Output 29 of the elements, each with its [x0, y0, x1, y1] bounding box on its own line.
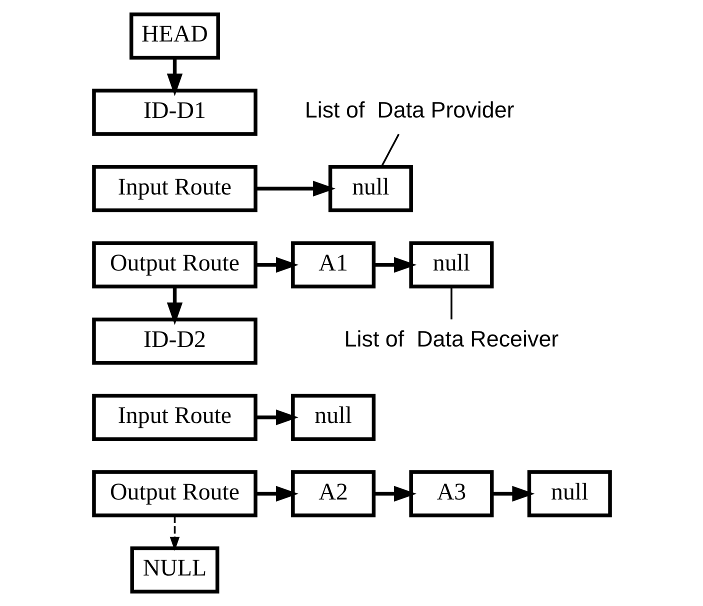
node-box: null [408, 241, 494, 288]
arrow [373, 486, 416, 502]
node-box: null [328, 165, 412, 212]
arrow [373, 256, 416, 273]
arrow [169, 516, 180, 551]
node-box: A1 [290, 241, 376, 288]
arrow [255, 410, 298, 426]
node-box: Output Route [92, 470, 257, 518]
node-box: ID-D1 [92, 88, 257, 136]
node-box: A3 [408, 470, 494, 518]
node-box: Input Route [92, 165, 257, 212]
node-box: null [526, 470, 612, 518]
node-box: Output Route [92, 241, 257, 288]
arrow [255, 256, 298, 273]
node-box: HEAD [129, 12, 220, 60]
node-box: Input Route [92, 394, 257, 441]
arrow [166, 58, 182, 96]
arrow [166, 286, 182, 325]
node-box: ID-D2 [92, 318, 257, 365]
arrow [255, 180, 336, 196]
node-text: List of Data Provider [304, 98, 514, 123]
arrow [492, 486, 534, 502]
node-box: A2 [290, 470, 376, 518]
connector [380, 134, 400, 168]
node-box: null [290, 394, 376, 441]
connector [450, 286, 452, 320]
node-box: NULL [130, 546, 219, 594]
arrow [255, 486, 298, 502]
node-text: List of Data Receiver [344, 326, 558, 352]
